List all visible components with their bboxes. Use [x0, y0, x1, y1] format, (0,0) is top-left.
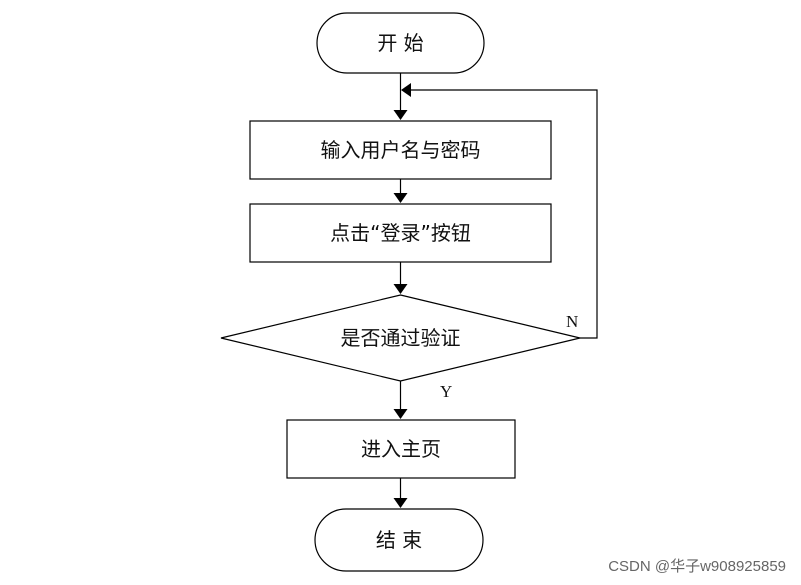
end-node: 结 束 — [314, 508, 484, 572]
csdn-watermark: CSDN @华子w908925859 — [608, 558, 786, 575]
verify-decision-label: 是否通过验证 — [341, 326, 461, 350]
enter-home-label: 进入主页 — [361, 437, 441, 461]
verify-decision-node: 是否通过验证 — [220, 294, 581, 382]
enter-home-node: 进入主页 — [286, 419, 516, 479]
start-node-label: 开 始 — [377, 31, 423, 55]
no-label: N — [566, 312, 578, 331]
yes-label: Y — [440, 382, 452, 401]
click-login-label: 点击“登录”按钮 — [330, 221, 471, 245]
edge-decision-no-loop — [401, 83, 598, 339]
start-node: 开 始 — [316, 12, 485, 74]
end-node-label: 结 束 — [376, 528, 422, 552]
input-credentials-label: 输入用户名与密码 — [321, 138, 481, 162]
click-login-node: 点击“登录”按钮 — [249, 203, 552, 263]
input-credentials-node: 输入用户名与密码 — [249, 120, 552, 180]
